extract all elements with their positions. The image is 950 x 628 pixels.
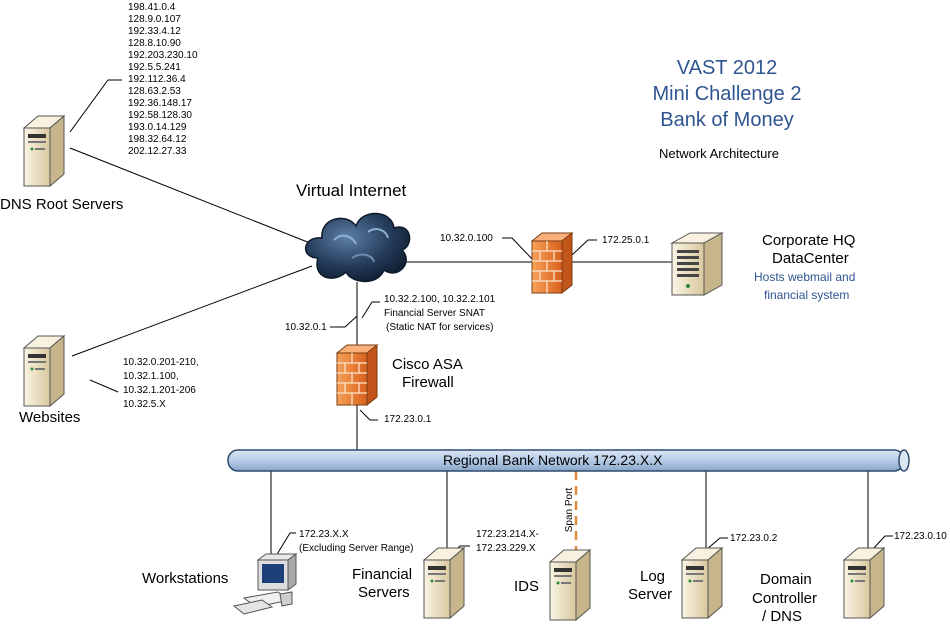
financial-label-line2: Servers	[358, 584, 410, 601]
hq-note-line2: financial system	[764, 288, 850, 302]
span-port-label: Span Port	[564, 487, 576, 533]
workstations-label: Workstations	[142, 570, 229, 587]
asa-outside-ip-leader	[330, 315, 358, 328]
diagram-title-line1: VAST 2012	[676, 57, 778, 79]
hq-note-line1: Hosts webmail and	[754, 270, 856, 284]
dc-label-line1: Domain	[760, 571, 812, 588]
log-label-line1: Log	[640, 568, 666, 585]
hq-label-line2: DataCenter	[772, 250, 849, 267]
websites-server-icon	[23, 335, 65, 407]
dc-ip-leader	[871, 535, 893, 551]
workstation-icon	[232, 553, 298, 615]
asa-inside-ip-leader	[359, 409, 378, 421]
websites-ip-leader	[89, 379, 119, 393]
websites-to-internet-link	[71, 265, 313, 357]
workstations-ip-line2: (Excluding Server Range)	[299, 543, 414, 554]
dc-label-line2: Controller	[752, 590, 818, 607]
cloud-icon	[305, 212, 411, 283]
financial-ip-line2: 172.23.229.X	[476, 543, 536, 554]
financial-label-line1: Financial	[352, 566, 413, 583]
asa-label-line2: Firewall	[402, 374, 454, 391]
dc-ip: 172.23.0.10	[894, 531, 947, 542]
diagram-title-line2: Mini Challenge 2	[652, 83, 802, 105]
dns-root-servers-label: DNS Root Servers	[0, 196, 124, 213]
asa-inside-ip: 172.23.0.1	[384, 414, 432, 425]
workstations-ip-line1: 172.23.X.X	[299, 529, 349, 540]
ids-server-icon	[549, 549, 591, 621]
asa-snat-line1: 10.32.2.100, 10.32.2.101	[384, 294, 496, 305]
asa-outside-ip: 10.32.0.1	[285, 322, 327, 333]
log-server-ip: 172.23.0.2	[730, 533, 778, 544]
diagram-title-line3: Bank of Money	[660, 109, 794, 131]
asa-snat-line3: (Static NAT for services)	[386, 322, 494, 333]
dc-server-icon	[843, 547, 885, 619]
hq-inside-ip: 172.25.0.1	[602, 235, 650, 246]
financial-server-icon	[423, 547, 465, 619]
asa-snat-line2: Financial Server SNAT	[384, 308, 485, 319]
hq-label-line1: Corporate HQ	[762, 232, 856, 249]
websites-label: Websites	[19, 409, 81, 426]
workstations-ip-leader	[275, 532, 296, 557]
hq-datacenter-icon	[670, 232, 724, 296]
log-label-line2: Server	[628, 586, 673, 603]
hq-inside-ip-leader	[571, 239, 597, 256]
financial-ip-line1: 172.23.214.X-	[476, 529, 539, 540]
regional-bank-network-bus	[227, 449, 910, 472]
hq-outside-ip-leader	[502, 237, 536, 263]
dns-server-icon	[23, 115, 65, 187]
log-ip-leader	[705, 537, 728, 551]
dns-ip-leader	[69, 79, 122, 133]
dc-label-line3: / DNS	[762, 608, 803, 625]
snat-leader	[361, 301, 380, 319]
virtual-internet-label: Virtual Internet	[296, 181, 407, 200]
diagram-subtitle: Network Architecture	[659, 146, 779, 161]
websites-ip-list: 10.32.0.201-210,10.32.1.100, 10.32.1.201…	[123, 357, 199, 410]
hq-firewall-icon	[531, 232, 573, 294]
ids-label: IDS	[514, 578, 540, 595]
asa-label-line1: Cisco ASA	[392, 356, 463, 373]
regional-bank-network-label: Regional Bank Network 172.23.X.X	[443, 452, 663, 468]
asa-firewall-icon	[336, 344, 378, 406]
log-server-icon	[681, 547, 723, 619]
dns-to-internet-link	[69, 147, 316, 246]
hq-outside-ip: 10.32.0.100	[440, 233, 493, 244]
